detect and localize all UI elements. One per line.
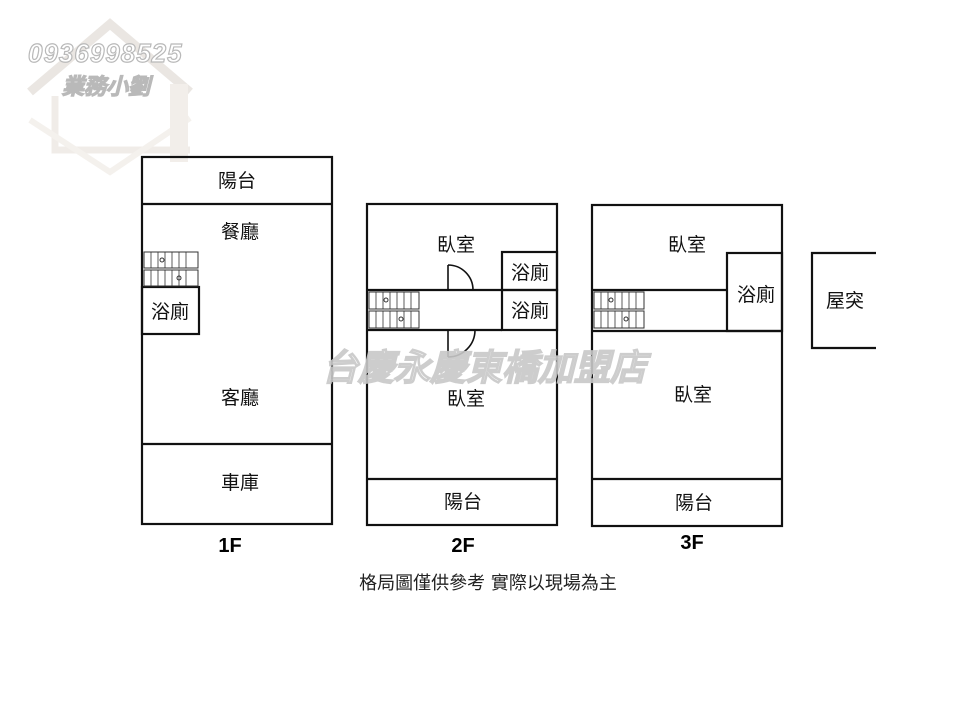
staircase-icon xyxy=(368,291,420,329)
room-balcony: 陽台 xyxy=(218,170,256,192)
floor-3f-outline xyxy=(590,203,784,528)
door-icon xyxy=(447,264,474,291)
floor-label-2f: 2F xyxy=(451,535,474,557)
watermark-logo: 0936998525 業務小劉 xyxy=(27,18,193,176)
floor-1f-outline xyxy=(140,155,334,526)
watermark-phone: 0936998525 xyxy=(28,38,183,68)
rooftop-structure: 屋突 xyxy=(810,251,876,350)
room-bedroom-top: 臥室 xyxy=(668,234,706,256)
room-bathroom-top: 浴廁 xyxy=(511,261,549,284)
floor-label-1f: 1F xyxy=(218,535,241,557)
floor-3f: 臥室 浴廁 臥室 陽台 3F xyxy=(590,203,784,554)
room-bathroom: 浴廁 xyxy=(151,300,189,323)
room-garage: 車庫 xyxy=(221,472,259,494)
floor-label-3f: 3F xyxy=(680,532,703,554)
house-logo-icon xyxy=(27,18,193,176)
staircase-icon xyxy=(143,251,199,287)
room-rooftop: 屋突 xyxy=(826,290,864,312)
floor-2f-outline xyxy=(365,202,559,527)
floor-2f-bathroom-bottom-box xyxy=(500,288,559,332)
disclaimer-note: 格局圖僅供參考 實際以現場為主 xyxy=(359,573,617,594)
floor-1f: 陽台 餐廳 浴廁 客廳 車庫 1F xyxy=(140,155,334,557)
floor-1f-bathroom-box xyxy=(140,285,201,336)
rooftop-outline xyxy=(810,251,876,350)
door-icon xyxy=(447,329,476,358)
floor-2f: 臥室 浴廁 浴廁 臥室 陽台 2F xyxy=(365,202,559,557)
floor-3f-bathroom-box xyxy=(725,251,784,333)
room-dining: 餐廳 xyxy=(221,221,259,243)
room-living: 客廳 xyxy=(221,387,259,409)
room-bedroom-top: 臥室 xyxy=(437,234,475,256)
room-bathroom-bottom: 浴廁 xyxy=(511,299,549,322)
room-bathroom: 浴廁 xyxy=(737,283,775,306)
room-balcony: 陽台 xyxy=(444,491,482,513)
watermark-store-name: 台慶永慶東橋加盟店 xyxy=(322,348,652,389)
room-bedroom-bottom: 臥室 xyxy=(674,384,712,406)
room-balcony: 陽台 xyxy=(675,492,713,514)
room-bedroom-bottom: 臥室 xyxy=(447,388,485,410)
staircase-icon xyxy=(593,291,645,329)
watermark-agent-name: 業務小劉 xyxy=(62,74,154,100)
